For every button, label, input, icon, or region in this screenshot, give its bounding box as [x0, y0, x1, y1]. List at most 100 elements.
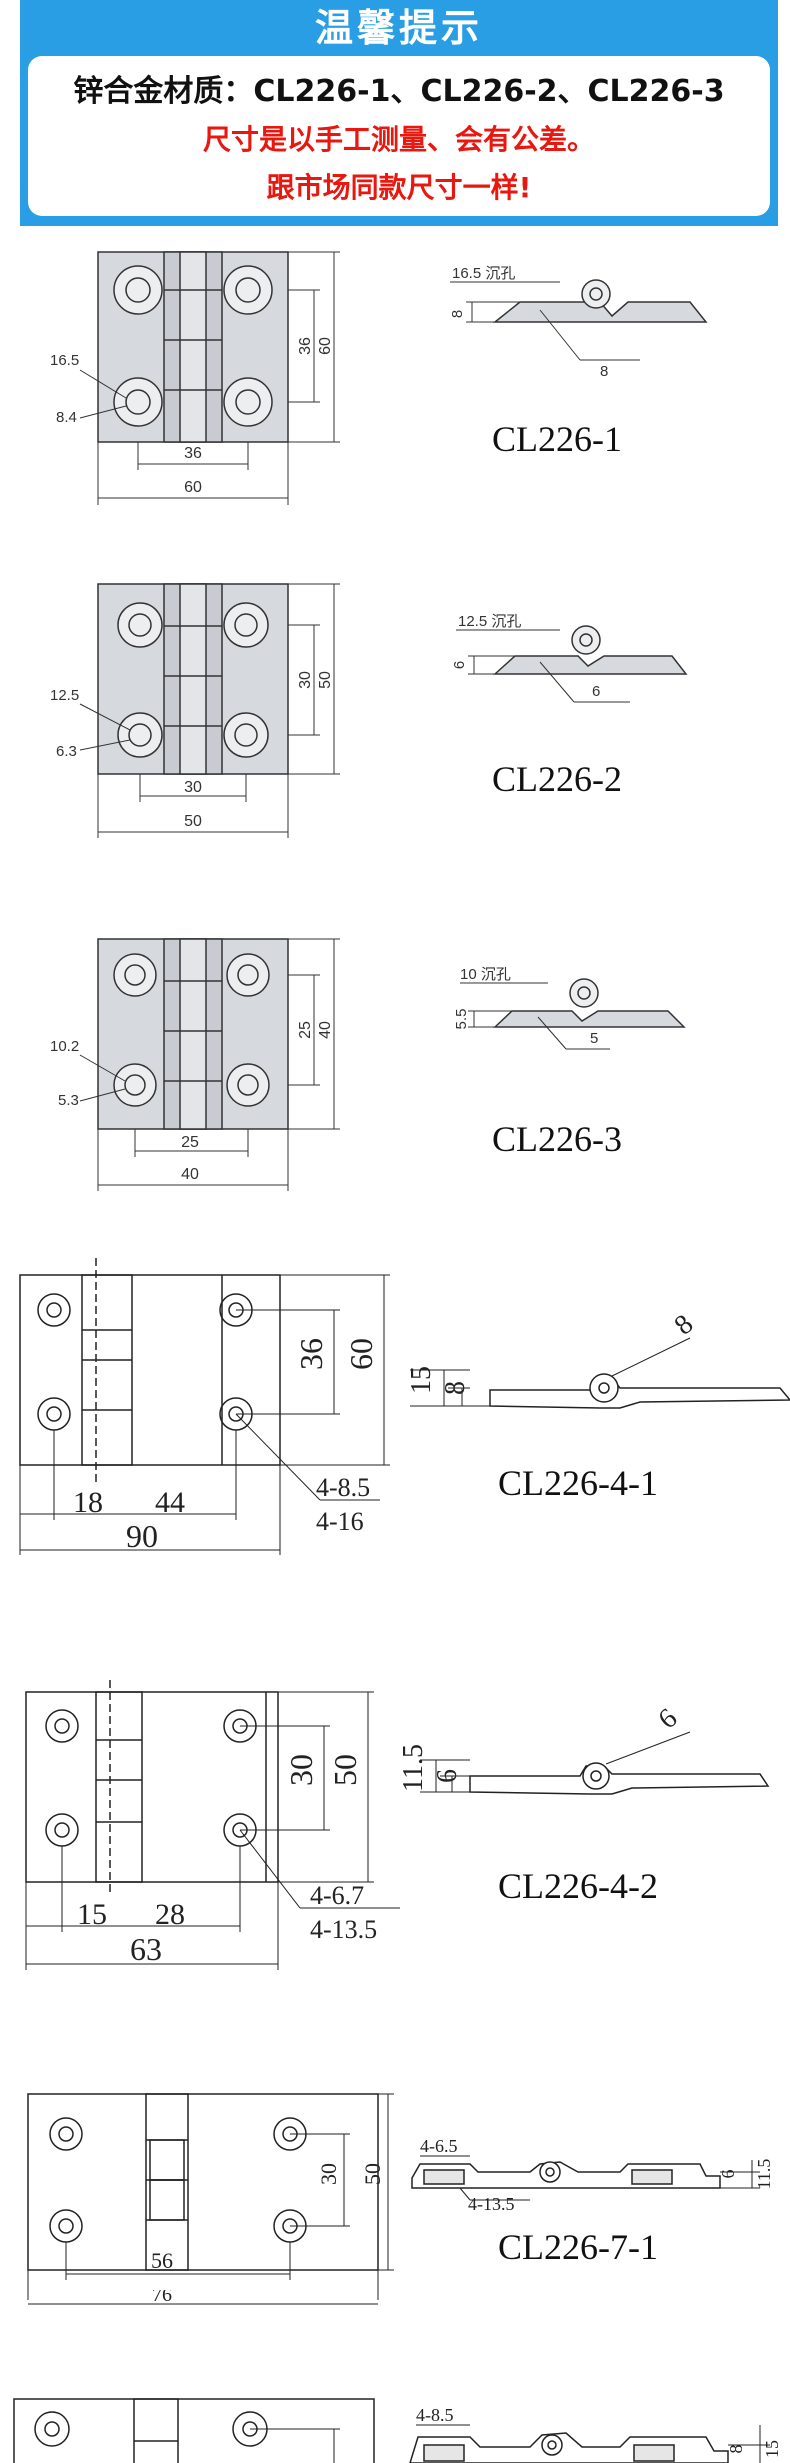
- dim-hole-spacing-y: 25: [297, 1021, 314, 1039]
- counterbore-hole: [223, 265, 273, 315]
- dim-width: 76: [152, 2290, 172, 2306]
- dim-counterbore: 4-13.5: [468, 2194, 515, 2214]
- counterbore-hole: [226, 953, 270, 997]
- dim-thickness: 11.5: [754, 2159, 774, 2190]
- dim-height: 60: [317, 337, 334, 355]
- dim-leaf: 8: [726, 2445, 746, 2454]
- dim-hole-spacing-y: 30: [283, 1754, 319, 1786]
- hinge-drawing-cl226-4-1: 18 44 90 36 60 4-8.5 4-16 15 8 8: [19, 1258, 790, 1555]
- counterbore-hole: [49, 2117, 83, 2151]
- dim-side-counterbore: 12.5 沉孔: [458, 613, 521, 630]
- dim-mid: 56: [151, 2248, 173, 2273]
- dim-hole-spacing-y: 30: [297, 671, 314, 689]
- side-view: [460, 978, 686, 1050]
- front-view: [27, 2093, 394, 2300]
- dim-left: 15: [77, 1898, 107, 1931]
- dim-base: 6: [592, 683, 600, 700]
- model-label-cl226-7-1: CL226-7-1: [498, 2227, 658, 2267]
- model-label-cl226-3: CL226-3: [492, 1119, 622, 1159]
- side-view: [450, 279, 708, 361]
- counterbore-hole: [45, 1813, 79, 1847]
- front-view: [79, 583, 340, 838]
- side-view: [409, 2424, 770, 2463]
- width-76-label: 76: [28, 2290, 378, 2306]
- hinge-drawing-cl226-7-1: 56 30 50 4-6.5 4-13.5 6 11.5: [27, 2093, 774, 2300]
- dim-counterbore: 10.2: [50, 1038, 79, 1055]
- dim-height: 40: [317, 1021, 334, 1039]
- dim-width: 60: [184, 479, 202, 496]
- dim-width: 63: [130, 1931, 162, 1967]
- counterbore-hole: [226, 1063, 270, 1107]
- dim-left: 18: [73, 1486, 103, 1519]
- same-size-line: 跟市场同款尺寸一样!: [266, 171, 532, 204]
- front-view: [25, 1680, 400, 1970]
- front-view: [79, 938, 340, 1191]
- counterbore-hole: [223, 377, 273, 427]
- dim-hole: 4-6.7: [310, 1881, 364, 1910]
- front-view: [19, 1258, 390, 1555]
- dim-thickness: 5.5: [453, 1009, 470, 1030]
- dim-hole: 8.4: [56, 409, 77, 426]
- dim-pin: 6: [653, 1703, 684, 1736]
- dim-hole-spacing-y: 30: [316, 2163, 341, 2185]
- front-view: [79, 251, 340, 505]
- dim-height: 50: [327, 1754, 363, 1786]
- dim-leaf: 6: [432, 1769, 463, 1783]
- dim-hole-spacing-x: 36: [184, 445, 202, 462]
- dim-mid: 28: [155, 1898, 185, 1931]
- counterbore-hole: [117, 602, 163, 648]
- model-label-cl226-4-2: CL226-4-2: [498, 1866, 658, 1906]
- counterbore-hole: [223, 712, 269, 758]
- dim-height: 50: [360, 2163, 385, 2185]
- dim-counterbore: 12.5: [50, 687, 79, 704]
- side-view: [420, 1731, 770, 1795]
- dim-width: 90: [126, 1518, 158, 1554]
- notice-banner: 温馨提示 锌合金材质：CL226-1、CL226-2、CL226-3 尺寸是以手…: [20, 0, 778, 226]
- dim-leaf: 6: [718, 2170, 738, 2179]
- counterbore-hole: [113, 953, 157, 997]
- dim-hole-spacing-y: 36: [297, 337, 314, 355]
- dim-leaf: 8: [440, 1381, 471, 1395]
- dim-pin: 8: [669, 1309, 700, 1342]
- counterbore-hole: [113, 1063, 157, 1107]
- dim-thickness: 11.5: [398, 1744, 429, 1792]
- dim-counterbore: 16.5: [50, 352, 79, 369]
- dim-hole-spacing-x: 25: [181, 1134, 199, 1151]
- dim-hole-spacing-y: 36: [293, 1338, 329, 1370]
- dim-thickness: 15: [406, 1366, 437, 1394]
- model-label-cl226-4-1: CL226-4-1: [498, 1463, 658, 1503]
- notice-panel: 锌合金材质：CL226-1、CL226-2、CL226-3 尺寸是以手工测量、会…: [28, 56, 770, 216]
- counterbore-hole: [113, 377, 163, 427]
- dim-height: 60: [343, 1338, 379, 1370]
- dim-height: 50: [317, 671, 334, 689]
- dim-width: 40: [181, 1166, 199, 1183]
- hinge-drawing-partial: 4-8.5 8 15: [13, 2398, 782, 2463]
- counterbore-hole: [223, 602, 269, 648]
- dim-base: 5: [590, 1030, 598, 1047]
- tolerance-line: 尺寸是以手工测量、会有公差。: [202, 123, 595, 156]
- model-label-cl226-1: CL226-1: [492, 419, 622, 459]
- counterbore-hole: [45, 1709, 79, 1743]
- side-view: [456, 625, 688, 703]
- dim-hole-spacing-x: 30: [184, 779, 202, 796]
- hinge-drawing-cl226-2: 30 50 30 50 12.5 6.3 12.5 沉孔 6 6: [50, 583, 688, 838]
- dim-hole: 4-8.5: [416, 2405, 454, 2425]
- model-label-cl226-2: CL226-2: [492, 759, 622, 799]
- hinge-drawing-cl226-3: 25 40 25 40 10.2 5.3 10 沉孔 5.5 5: [50, 938, 686, 1191]
- counterbore-hole: [37, 1293, 71, 1327]
- dim-mid: 44: [155, 1486, 185, 1519]
- dim-thickness: 15: [762, 2440, 782, 2458]
- hinge-drawing-cl226-1: 36 60 36 60 16.5 8.4 16.5 沉孔 8 8: [50, 251, 708, 505]
- dim-base: 8: [600, 363, 608, 380]
- dim-side-counterbore: 16.5 沉孔: [452, 265, 515, 282]
- dim-hole: 4-6.5: [420, 2136, 458, 2156]
- dim-thickness: 6: [451, 661, 468, 669]
- counterbore-hole: [113, 265, 163, 315]
- dim-hole: 6.3: [56, 743, 77, 760]
- dim-thickness: 8: [449, 310, 466, 318]
- counterbore-hole: [117, 712, 163, 758]
- dim-side-counterbore: 10 沉孔: [460, 966, 511, 983]
- front-view: [13, 2398, 375, 2463]
- dim-hole: 4-8.5: [316, 1473, 370, 1502]
- dim-counterbore: 4-16: [316, 1507, 364, 1536]
